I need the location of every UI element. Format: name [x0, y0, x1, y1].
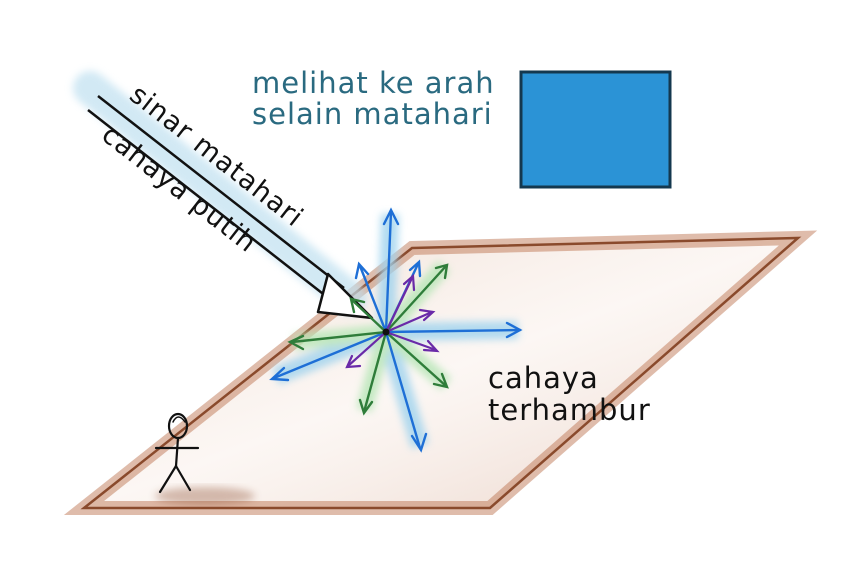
scattered-light-label-line1: cahaya [488, 361, 599, 395]
stick-figure-icon [154, 412, 200, 494]
view-direction-label-line1: melihat ke arah [252, 66, 495, 100]
scattered-rays [269, 207, 523, 453]
air-molecule-icon [382, 328, 390, 336]
blue-sky-box [519, 70, 672, 189]
view-direction-label-line2: selain matahari [252, 97, 493, 131]
scattered-light-label-line2: terhambur [488, 393, 651, 427]
